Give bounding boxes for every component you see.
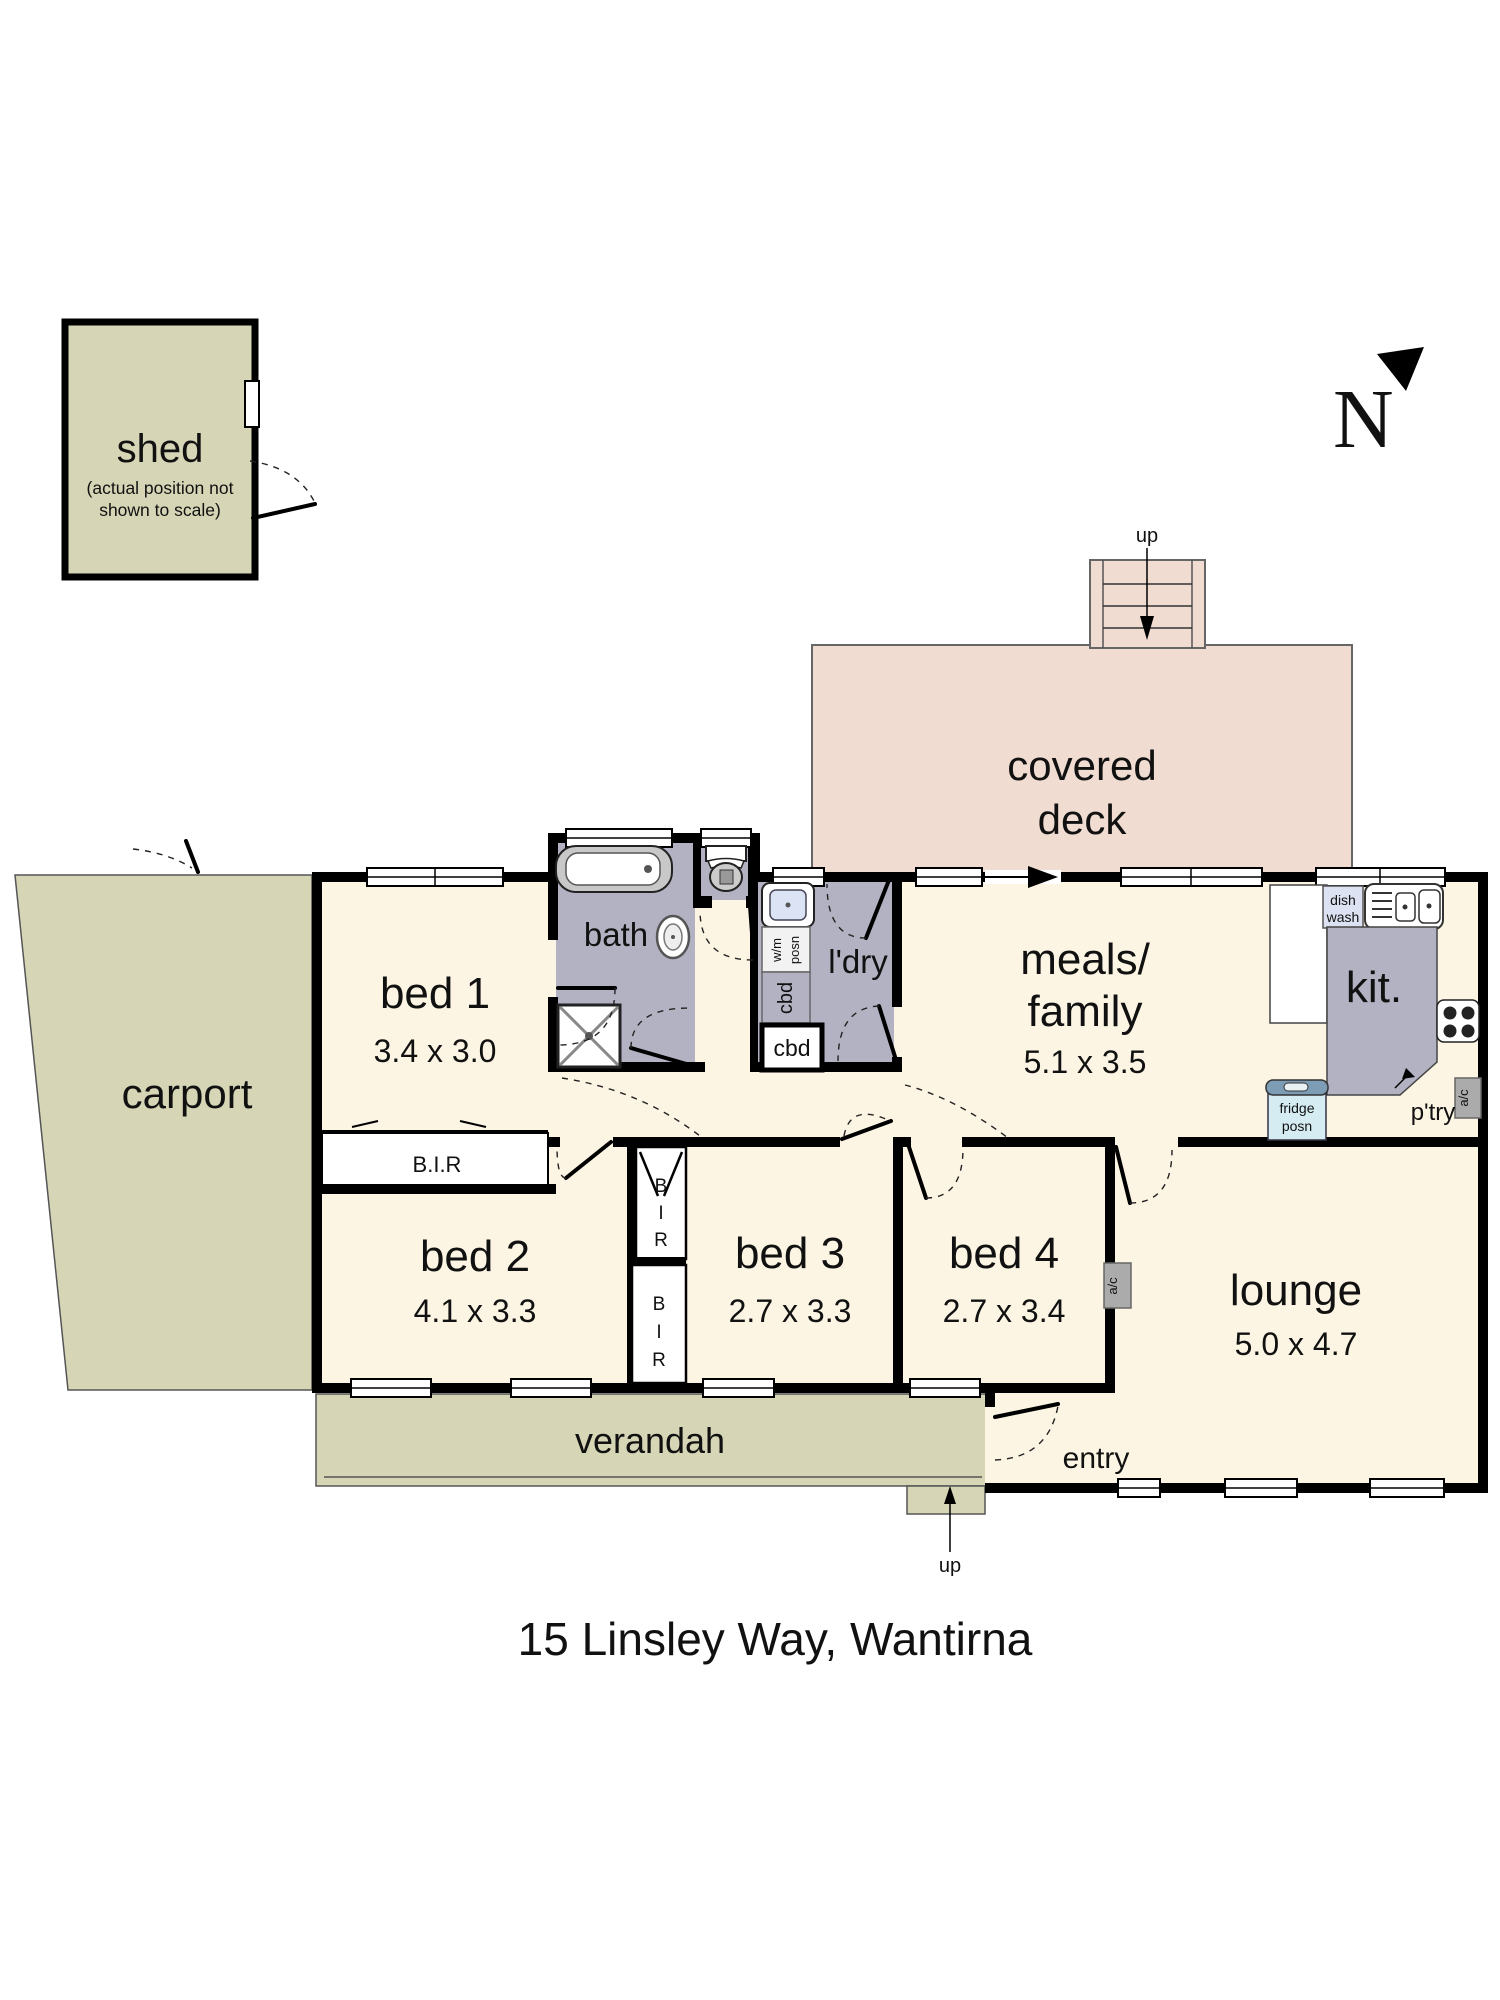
window: [1120, 867, 1263, 887]
toilet: [705, 845, 747, 892]
cbd-rotated-label: cbd: [775, 982, 797, 1014]
deck-up-label: up: [1136, 525, 1158, 547]
meals-dims: 5.1 x 3.5: [1024, 1044, 1147, 1080]
shower: [556, 1003, 622, 1069]
bathtub: [555, 845, 673, 893]
meals-label-line1: meals/: [1020, 935, 1150, 984]
deck-sliding-door: [985, 866, 1061, 888]
bed3-label: bed 3: [735, 1229, 845, 1278]
ac-bed4-label: a/c: [1105, 1277, 1120, 1295]
bir-divider-wall: [627, 1257, 686, 1265]
laundry-label: l'dry: [828, 943, 888, 980]
cbd-box-label: cbd: [773, 1035, 810, 1061]
porch-up-label: up: [939, 1555, 961, 1577]
shed-door-leaf: [251, 502, 317, 520]
dishwasher-label-line2: wash: [1326, 909, 1360, 925]
window: [702, 1378, 775, 1398]
shed-note-line1: (actual position not: [87, 478, 234, 498]
north-arrow-icon: [1377, 347, 1424, 391]
north-label: N: [1333, 373, 1394, 466]
ac-kitchen-label: a/c: [1456, 1089, 1471, 1107]
sliding-door-arrow-icon: [1028, 866, 1058, 888]
bath-label: bath: [584, 916, 648, 953]
bir3-letter-i: I: [658, 1203, 663, 1224]
bir-bed2-lower-closet: [630, 1263, 688, 1385]
carport-label: carport: [122, 1070, 253, 1117]
window: [1224, 1478, 1298, 1498]
bed2-label: bed 2: [420, 1232, 530, 1281]
verandah-label: verandah: [575, 1420, 725, 1461]
porch-up-arrow: [944, 1486, 956, 1552]
fridge-label-line2: posn: [1282, 1118, 1312, 1134]
labels: shed (actual position not shown to scale…: [87, 427, 1471, 1577]
fridge-position: [1265, 1079, 1329, 1141]
washing-machine-position: [761, 926, 811, 973]
entry-label: entry: [1063, 1442, 1130, 1475]
vanity-basin: [655, 914, 691, 960]
window: [366, 867, 504, 887]
north-arrow: N: [1333, 347, 1424, 466]
pantry-label: p'try: [1411, 1099, 1456, 1126]
fridge-label-line1: fridge: [1279, 1100, 1314, 1116]
window: [510, 1378, 592, 1398]
window: [565, 828, 673, 848]
shed-door-arc: [249, 460, 316, 504]
kitchen-counter-left: [1269, 884, 1328, 1024]
laundry-trough: [761, 882, 815, 928]
bir3-letter-r: R: [654, 1230, 668, 1251]
lounge-label: lounge: [1230, 1266, 1362, 1315]
ac-unit-bed4: [1103, 1262, 1132, 1309]
window: [1117, 1478, 1161, 1498]
bed4-dims: 2.7 x 3.4: [943, 1293, 1066, 1329]
window: [1315, 867, 1446, 887]
wm-label-line1: w/m: [769, 938, 784, 963]
bir2-letter-b: B: [653, 1294, 666, 1315]
shed-label: shed: [117, 427, 204, 471]
page-title: 15 Linsley Way, Wantirna: [518, 1613, 1033, 1665]
bir2-letter-r: R: [652, 1350, 666, 1371]
window: [700, 828, 752, 848]
wm-label-line2: posn: [787, 936, 802, 964]
window: [772, 867, 825, 887]
lounge-dims: 5.0 x 4.7: [1235, 1326, 1358, 1362]
kitchen-label: kit.: [1346, 963, 1402, 1012]
carport-area: [14, 874, 313, 1391]
shed-note-line2: shown to scale): [99, 500, 221, 520]
bed1-dims: 3.4 x 3.0: [374, 1033, 497, 1069]
bed2-dims: 4.1 x 3.3: [414, 1293, 537, 1329]
kitchen-bench: [1326, 926, 1438, 1096]
bed1-label: bed 1: [380, 969, 490, 1018]
ac-unit-kitchen: [1454, 1077, 1482, 1119]
dishwasher-label-line1: dish: [1330, 892, 1356, 908]
verandah-area: [315, 1393, 991, 1487]
window: [909, 1378, 981, 1398]
cbd-cupboard-upper: [761, 971, 811, 1024]
shed-window: [244, 380, 260, 428]
cooktop: [1436, 999, 1480, 1043]
covered-deck-label-line1: covered: [1007, 742, 1156, 789]
window: [915, 867, 983, 887]
window: [350, 1378, 432, 1398]
shed-structure: [61, 318, 317, 581]
bed4-label: bed 4: [949, 1229, 1059, 1278]
windows: [350, 828, 1446, 1498]
kitchen-sink: [1364, 883, 1444, 930]
bir-bed2-closet: [316, 1120, 556, 1194]
cbd-cupboard-lower: [759, 1022, 825, 1073]
window: [1369, 1478, 1445, 1498]
bir2-letter-i: I: [656, 1322, 661, 1343]
covered-deck-label-line2: deck: [1038, 796, 1128, 843]
bir3-letter-b: B: [655, 1176, 668, 1197]
bir-main-label: B.I.R: [413, 1152, 462, 1177]
meals-label-line2: family: [1028, 987, 1143, 1036]
door-swings: [132, 839, 1173, 1461]
bed3-dims: 2.7 x 3.3: [729, 1293, 852, 1329]
deck-up-arrow: [1140, 548, 1154, 640]
